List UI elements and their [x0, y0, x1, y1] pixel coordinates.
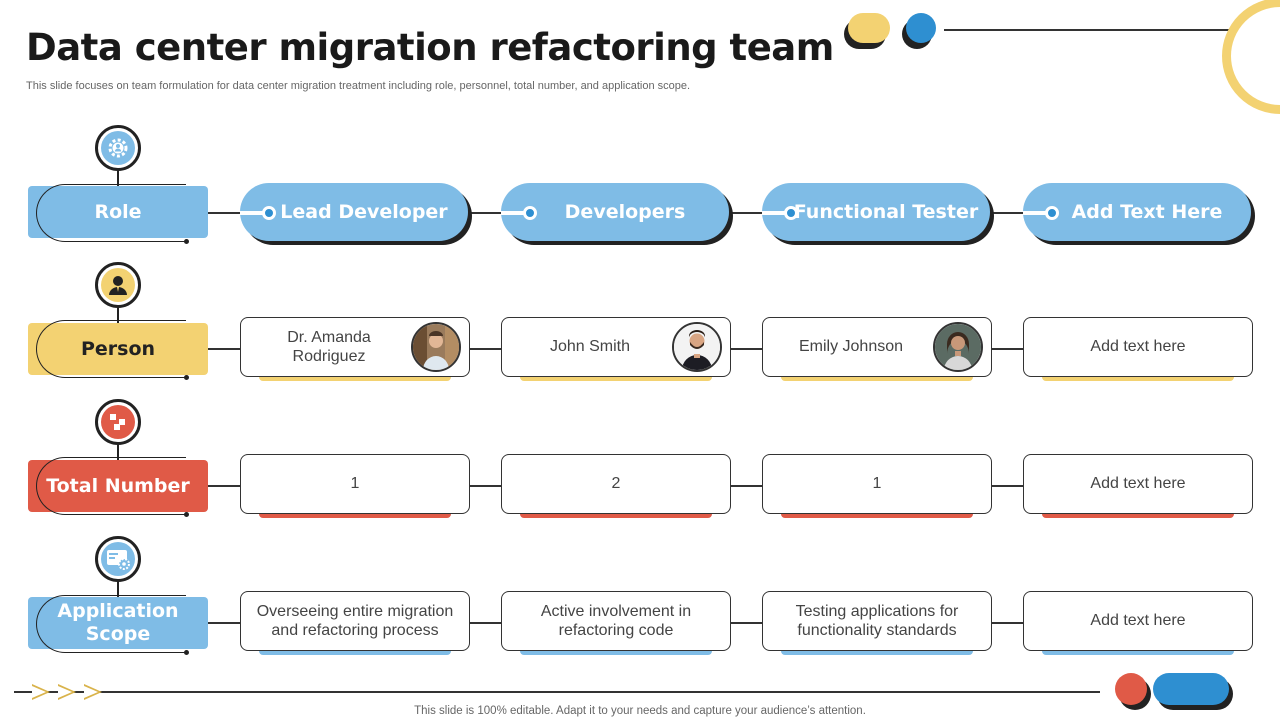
scope-text: Add text here [1090, 612, 1186, 630]
accent-bar [781, 375, 973, 381]
scope-text: Active involvement in refactoring code [540, 602, 692, 639]
gear-people-icon [101, 131, 135, 165]
person-name: John Smith [549, 338, 631, 356]
accent-bar [520, 512, 712, 518]
accent-bar [520, 375, 712, 381]
number-card: 1 [240, 454, 470, 514]
scope-text: Overseeing entire migration and refactor… [256, 602, 454, 639]
person-name: Emily Johnson [798, 338, 904, 356]
accent-bar [781, 649, 973, 655]
scope-card: Overseeing entire migration and refactor… [240, 591, 470, 651]
decorative-yellow-pill [848, 13, 890, 43]
member-count: Add text here [1090, 475, 1186, 493]
footer-note: This slide is 100% editable. Adapt it to… [414, 705, 866, 717]
row-label-total-number: Total Number [28, 460, 208, 512]
accent-bar [781, 512, 973, 518]
role-pill-lead-developer: Lead Developer [240, 183, 468, 241]
toggle-knob-icon [1045, 206, 1059, 220]
accent-bar [1042, 375, 1234, 381]
row-label-role: Role [28, 186, 208, 238]
decorative-line [944, 29, 1234, 31]
row-label-application-scope: Application Scope [28, 597, 208, 649]
decorative-red-dot [1115, 673, 1147, 705]
scope-text: Testing applications for functionality s… [795, 602, 959, 639]
number-card: 1 [762, 454, 992, 514]
number-card: Add text here [1023, 454, 1253, 514]
person-icon [101, 268, 135, 302]
app-settings-icon [101, 542, 135, 576]
person-card: Dr. Amanda Rodriguez [240, 317, 470, 377]
decorative-blue-dot [906, 13, 936, 43]
row-icon-role [95, 125, 141, 171]
member-count: 1 [350, 475, 360, 493]
decorative-line [14, 691, 1100, 693]
accent-bar [259, 375, 451, 381]
person-card: Emily Johnson [762, 317, 992, 377]
toggle-knob-icon [784, 206, 798, 220]
arrow-icon [32, 684, 50, 700]
role-pill-add-text: Add Text Here [1023, 183, 1251, 241]
row-label-person: Person [28, 323, 208, 375]
role-pill-functional-tester: Functional Tester [762, 183, 990, 241]
icon-stem [117, 306, 119, 323]
avatar [933, 322, 983, 372]
scope-card: Active involvement in refactoring code [501, 591, 731, 651]
accent-bar [259, 512, 451, 518]
icon-stem [117, 580, 119, 597]
accent-bar [520, 649, 712, 655]
icon-stem [117, 443, 119, 460]
accent-bar [1042, 649, 1234, 655]
arrow-icon [84, 684, 102, 700]
person-name: Dr. Amanda Rodriguez [287, 328, 371, 365]
member-count: 2 [611, 475, 621, 493]
accent-bar [1042, 512, 1234, 518]
person-name: Add text here [1090, 338, 1186, 356]
accent-bar [259, 649, 451, 655]
scope-card: Testing applications for functionality s… [762, 591, 992, 651]
decorative-yellow-ring [1222, 0, 1280, 114]
person-card: John Smith [501, 317, 731, 377]
avatar [411, 322, 461, 372]
scope-card: Add text here [1023, 591, 1253, 651]
page-subtitle: This slide focuses on team formulation f… [26, 80, 691, 92]
number-card: 2 [501, 454, 731, 514]
icon-stem [117, 170, 119, 186]
decorative-blue-pill [1153, 673, 1229, 705]
blocks-icon [101, 405, 135, 439]
page-title: Data center migration refactoring team [26, 26, 834, 69]
row-icon-total-number [95, 399, 141, 445]
person-card: Add text here [1023, 317, 1253, 377]
toggle-knob-icon [262, 206, 276, 220]
arrow-icon [58, 684, 76, 700]
role-pill-developers: Developers [501, 183, 729, 241]
toggle-knob-icon [523, 206, 537, 220]
member-count: 1 [872, 475, 882, 493]
row-icon-application-scope [95, 536, 141, 582]
avatar [672, 322, 722, 372]
row-icon-person [95, 262, 141, 308]
